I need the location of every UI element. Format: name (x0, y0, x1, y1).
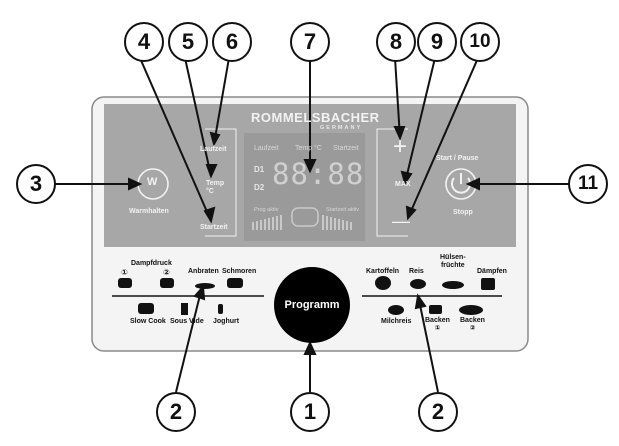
dampfdruck-label: Dampfdruck (131, 260, 172, 267)
rice-pudding-icon (388, 305, 404, 315)
temp-button[interactable]: Temp °C (206, 180, 225, 195)
program-icons (118, 276, 495, 315)
program-label-schmoren[interactable]: Schmoren (222, 268, 257, 275)
max-button[interactable]: MAX (395, 181, 411, 188)
program-label-kartoffeln[interactable]: Kartoffeln (366, 268, 400, 275)
potato-icon (375, 276, 391, 290)
pointer-lines (50, 57, 570, 393)
program-label-huelsenfruechte[interactable]: Hülsen- früchte (440, 254, 466, 269)
slow-cook-pot-icon (138, 303, 154, 314)
program-label-backen-2[interactable]: Backen ② (460, 317, 485, 332)
steam-basket-icon (481, 278, 495, 290)
program-label-sous-vide[interactable]: Sous Vide (170, 318, 204, 325)
callout-5: 5 (168, 22, 208, 62)
program-label-joghurt[interactable]: Joghurt (213, 318, 240, 325)
display-level-bars (252, 215, 352, 230)
display-header-laufzeit: Laufzeit (254, 145, 279, 152)
left-bracket (205, 128, 237, 237)
cake-icon (429, 305, 442, 314)
rice-bowl-icon (410, 279, 426, 289)
program-label-milchreis[interactable]: Milchreis (381, 318, 412, 325)
display-header-temp: Temp °C (295, 145, 322, 152)
stopp-label: Stopp (453, 209, 473, 216)
program-label-backen-1[interactable]: Backen ① (425, 317, 450, 332)
callout-9: 9 (417, 22, 457, 62)
yogurt-jar-icon (218, 304, 223, 314)
program-label-slow-cook[interactable]: Slow Cook (130, 318, 166, 325)
display-header-startzeit: Startzeit (333, 145, 359, 152)
display-digits: 88:88 (272, 157, 365, 191)
callout-2-left: 2 (156, 392, 196, 432)
brand-logo: ROMMELSBACHER (251, 110, 380, 125)
program-label-daempfen[interactable]: Dämpfen (477, 268, 507, 275)
callout-4: 4 (124, 22, 164, 62)
callout-8: 8 (376, 22, 416, 62)
plus-button[interactable]: + (393, 133, 408, 160)
programm-button[interactable]: Programm (274, 267, 350, 343)
display-d2: D2 (254, 183, 265, 192)
display-pot-icon (291, 207, 319, 227)
display-startzeit-aktiv: Startzeit aktiv (326, 207, 360, 213)
bread-icon (459, 305, 483, 315)
program-label-pressure-2[interactable]: ② (163, 268, 170, 277)
program-label-pressure-1[interactable]: ① (121, 268, 128, 277)
warmhalten-label: Warmhalten (129, 208, 169, 215)
braising-pot-icon (227, 278, 243, 288)
display-prog-aktiv: Prog aktiv (254, 207, 279, 213)
legume-pod-icon (442, 281, 464, 289)
program-label-reis[interactable]: Reis (409, 268, 424, 275)
callout-11: 11 (568, 164, 608, 204)
sous-vide-icon (181, 303, 188, 315)
callout-7: 7 (290, 22, 330, 62)
brand-sub: GERMANY (320, 125, 363, 131)
startzeit-button[interactable]: Startzeit (200, 224, 228, 231)
start-pause-label: Start / Pause (436, 155, 479, 162)
program-label-anbraten[interactable]: Anbraten (188, 268, 219, 275)
laufzeit-button[interactable]: Laufzeit (200, 146, 227, 153)
display-d1: D1 (254, 165, 265, 174)
callout-3: 3 (16, 164, 56, 204)
callout-10: 10 (460, 22, 500, 62)
minus-button[interactable]: — (392, 211, 410, 231)
callout-6: 6 (212, 22, 252, 62)
warmhalten-icon: W (147, 176, 158, 188)
callout-2-right: 2 (418, 392, 458, 432)
callout-1: 1 (290, 392, 330, 432)
pressure-pot-1-icon (118, 278, 132, 288)
right-bracket (376, 128, 408, 237)
frying-pan-icon (195, 283, 215, 289)
pressure-pot-2-icon (160, 278, 174, 288)
